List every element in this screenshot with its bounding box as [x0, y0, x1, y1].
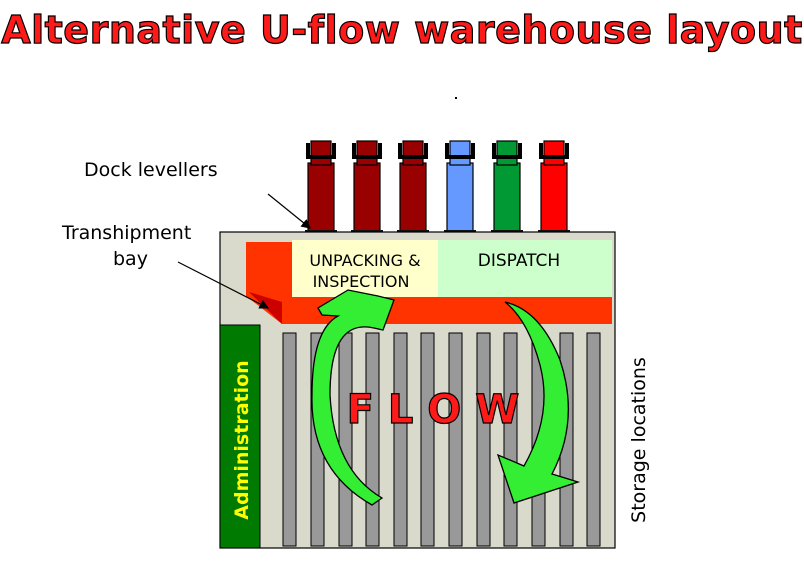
storage-rack — [476, 332, 491, 547]
administration-block — [219, 324, 261, 549]
dock-levellers-pointer — [267, 193, 311, 229]
truck-5 — [491, 140, 523, 238]
transhipment-pointer — [177, 261, 270, 309]
storage-rack — [586, 332, 601, 547]
flow-label: F L O W — [347, 387, 520, 433]
bay-label: bay — [113, 248, 148, 270]
truck-6 — [538, 140, 570, 238]
unpacking-label-1: UNPACKING & — [309, 251, 420, 270]
truck-2 — [351, 140, 383, 238]
truck-3 — [397, 140, 429, 238]
dock-levellers-label: Dock levellers — [84, 159, 218, 181]
dispatch-label: DISPATCH — [478, 251, 560, 271]
storage-rack — [503, 332, 518, 547]
unpacking-zone — [292, 240, 438, 297]
storage-racks — [282, 332, 601, 547]
truck-row — [305, 140, 570, 238]
truck-4 — [444, 140, 476, 238]
flow-arrow-up-icon — [311, 289, 395, 506]
storage-rack — [420, 332, 435, 547]
flow-arrow-down-icon — [496, 301, 581, 504]
page-title: Alternative U-flow warehouse layout — [1, 7, 803, 52]
transhipment-label: Transhipment — [62, 222, 192, 244]
storage-rack — [448, 332, 463, 547]
truck-1 — [305, 140, 337, 238]
storage-rack — [338, 332, 353, 547]
administration-label: Administration — [231, 360, 253, 519]
stray-dot — [455, 97, 457, 99]
dispatch-zone — [438, 240, 612, 297]
storage-rack — [282, 332, 297, 547]
storage-rack — [393, 332, 408, 547]
storage-locations-label: Storage locations — [628, 357, 650, 523]
storage-rack — [365, 332, 380, 547]
unpacking-label-2: INSPECTION — [313, 272, 410, 291]
